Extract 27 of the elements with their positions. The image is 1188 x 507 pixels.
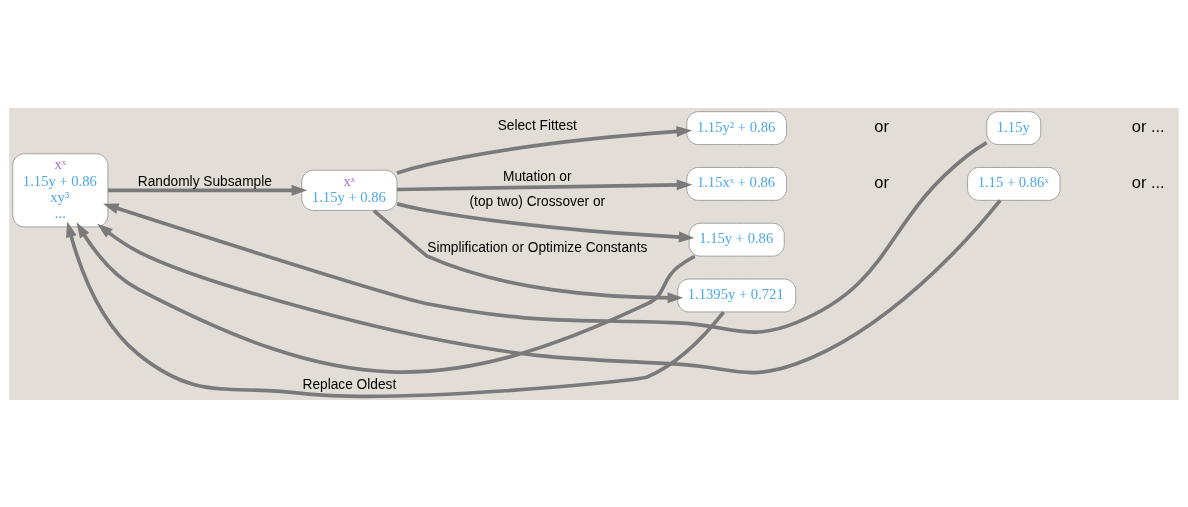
node-box: 1.15y + 0.86 [688,222,785,257]
edge-label: Mutation or [503,168,572,184]
node-box: 1.1395y + 0.721 [677,278,797,312]
arrow [396,201,695,242]
label: or [874,172,889,191]
node-box: xˣ 1.15y + 0.86 [301,169,398,211]
node-box: 1.15 + 0.86ˣ [967,166,1061,201]
node-box: 1.15xˣ + 0.86 [686,166,787,201]
edge-label: Select Fittest [497,117,577,133]
label: or ... [1131,116,1165,135]
arrow [396,125,693,175]
node-box: xˣ 1.15y + 0.86 xy³ ... [12,152,109,227]
node-box: 1.15y² + 0.86 [686,110,787,145]
arrow [397,178,693,191]
arrow [372,208,684,303]
edge-label: Simplification or Optimize Constants [427,239,648,255]
arrow [108,184,308,196]
label: or [874,116,889,135]
label: or ... [1131,172,1165,191]
edge-label: (top two) Crossover or [469,193,606,209]
edge-label: Randomly Subsample [137,173,272,189]
node-box: 1.15y [986,110,1042,145]
edge-label: Replace Oldest [302,376,397,392]
arrow [76,221,696,374]
arrow [103,140,988,334]
arrow [66,221,725,398]
arrow [97,198,1002,374]
